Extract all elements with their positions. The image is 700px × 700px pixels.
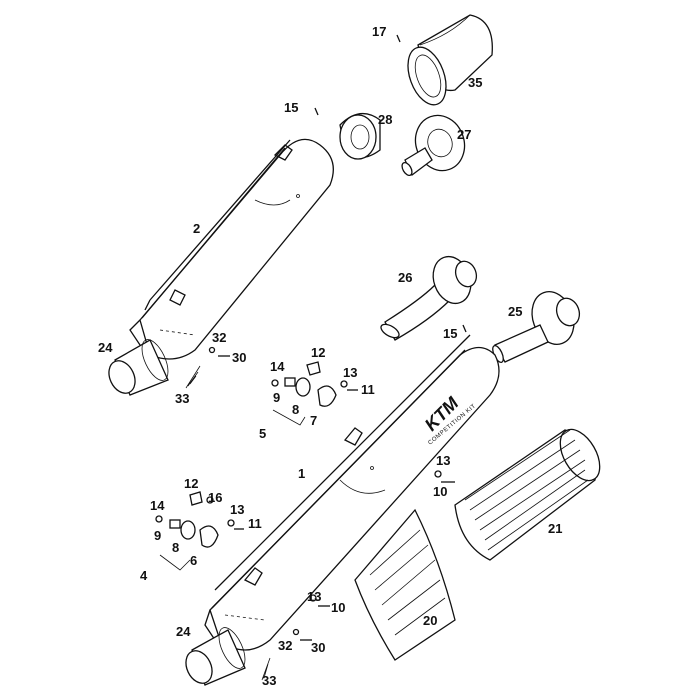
part-2-upper-silencer (129, 138, 334, 361)
callout-32-lower: 32 (278, 638, 292, 653)
clamp-set-lower (155, 491, 244, 571)
callout-20: 20 (423, 613, 437, 628)
callout-6: 6 (190, 553, 197, 568)
clamp-set-upper (271, 361, 358, 426)
part-35-end-cap (407, 14, 493, 106)
part-20-packing-mat (354, 508, 456, 661)
part-24-end-sleeve-lower (185, 627, 246, 686)
callout-33-lower: 33 (262, 673, 276, 688)
callout-8-upper: 8 (292, 402, 299, 417)
callout-16: 16 (208, 490, 222, 505)
callout-26: 26 (398, 270, 412, 285)
callout-7: 7 (310, 413, 317, 428)
callout-10-right: 10 (433, 484, 447, 499)
part-25-flange-pipe (492, 291, 581, 363)
callout-2: 2 (193, 221, 200, 236)
part-21-packing-roll (454, 428, 601, 561)
callout-21: 21 (548, 521, 562, 536)
callout-32-upper: 32 (212, 330, 226, 345)
part-1-lower-silencer: KTM COMPETITION KIT (204, 334, 500, 651)
callout-13-upper: 13 (343, 365, 357, 380)
callout-labels: 17 35 15 28 27 2 26 25 15 32 24 12 30 14… (98, 24, 562, 688)
callout-15-lower: 15 (443, 326, 457, 341)
callout-15-upper: 15 (284, 100, 298, 115)
callout-12-upper: 12 (311, 345, 325, 360)
callout-24-lower: 24 (176, 624, 191, 639)
callout-28: 28 (378, 112, 392, 127)
callout-14-upper: 14 (270, 359, 285, 374)
callout-1: 1 (298, 466, 305, 481)
callout-12-lower: 12 (184, 476, 198, 491)
callout-35: 35 (468, 75, 482, 90)
callout-30-lower: 30 (311, 640, 325, 655)
part-24-end-sleeve-upper (108, 339, 169, 396)
part-28-ring (339, 113, 381, 160)
callout-4: 4 (140, 568, 148, 583)
callout-13-mid: 13 (230, 502, 244, 517)
callout-24-upper: 24 (98, 340, 113, 355)
callout-5: 5 (259, 426, 266, 441)
callout-11-upper: 11 (361, 382, 375, 397)
callout-11-lower: 11 (248, 516, 262, 531)
callout-14-lower: 14 (150, 498, 165, 513)
callout-13-bottom: 13 (307, 589, 321, 604)
callout-25: 25 (508, 304, 522, 319)
fasteners (185, 34, 467, 681)
part-26-bent-pipe (380, 255, 478, 341)
callout-17: 17 (372, 24, 386, 39)
callout-27: 27 (457, 127, 471, 142)
callout-9-upper: 9 (273, 390, 280, 405)
callout-30-upper: 30 (232, 350, 246, 365)
callout-8-lower: 8 (172, 540, 179, 555)
callout-10-bottom: 10 (331, 600, 345, 615)
callout-33-upper: 33 (175, 391, 189, 406)
callout-13-right: 13 (436, 453, 450, 468)
callout-9-lower: 9 (154, 528, 161, 543)
part-27-flange-tube (401, 114, 466, 177)
